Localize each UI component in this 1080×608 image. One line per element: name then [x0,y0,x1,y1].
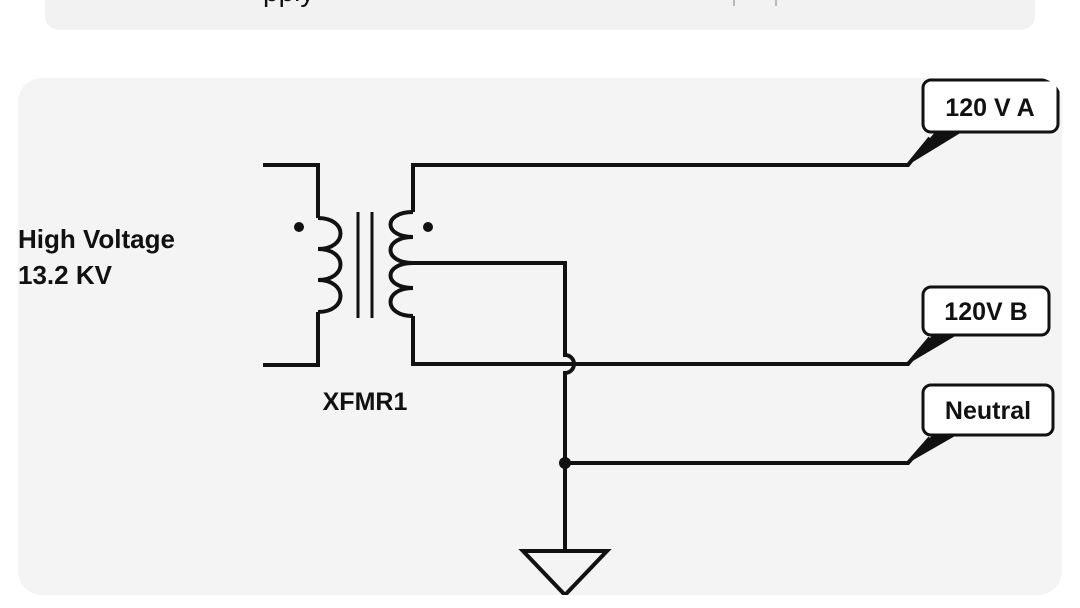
primary-polarity-dot [294,222,304,232]
wiring-diagram-card: High Voltage 13.2 KV 120 V A 120V B [18,78,1062,595]
tag-120va-label: 120 V A [945,94,1034,122]
tag-120va [921,78,1060,134]
tag-neutral [921,383,1055,437]
neutral-junction-dot [559,457,571,469]
high-voltage-label: High Voltage [18,224,175,254]
tag-pointer-120vb [908,332,962,364]
transformer-label: XFMR1 [323,388,408,416]
primary-leads [263,163,320,367]
tag-neutral-label: Neutral [945,397,1031,425]
wire-120va [411,136,932,212]
top-card: pply [45,0,1035,30]
wire-120vb [411,316,932,366]
wire-neutral [565,436,932,465]
tag-120vb [921,285,1051,337]
tag-pointer-120va [908,132,962,165]
top-card-text: pply [263,0,314,8]
tag-120vb-label: 120V B [944,298,1027,326]
secondary-coil [388,210,414,318]
tag-pointer-neutral [908,432,962,463]
secondary-polarity-dot [423,222,433,232]
indicator-icon [733,0,777,6]
high-voltage-value: 13.2 KV [18,260,113,290]
wire-center-tap [413,261,576,551]
ground-icon [518,549,612,595]
primary-coil [317,216,343,314]
wiring-diagram: High Voltage 13.2 KV 120 V A 120V B [18,78,1060,595]
